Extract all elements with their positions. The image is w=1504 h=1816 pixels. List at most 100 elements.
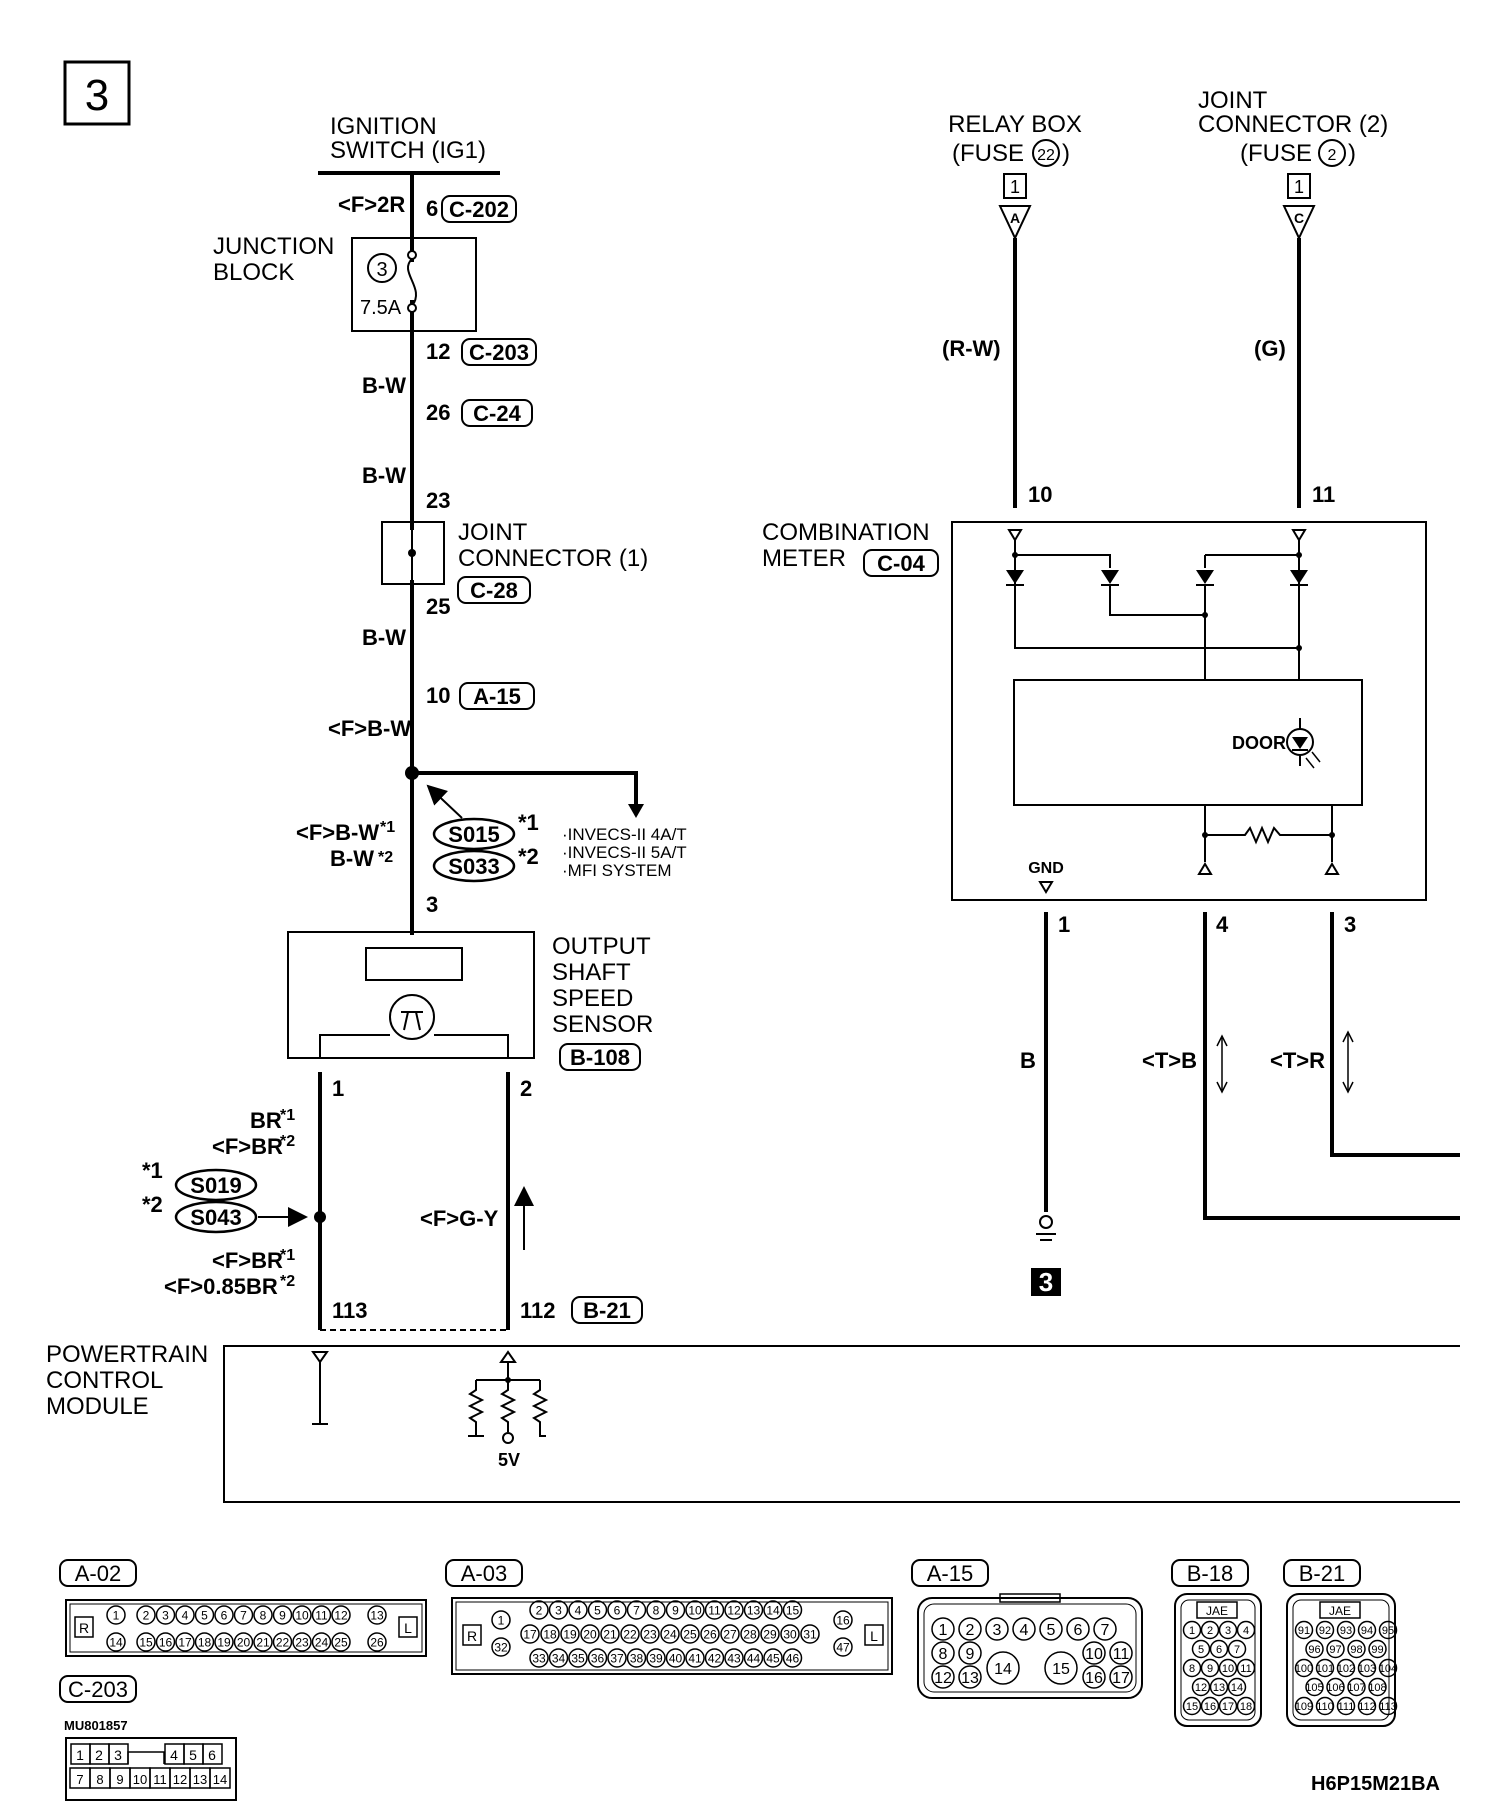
svg-text:): ): [1348, 140, 1356, 167]
pin-number: 1: [939, 1622, 948, 1639]
pin-number: 11: [1113, 1646, 1130, 1663]
pin-number: 100: [1295, 1663, 1313, 1675]
pin-number: 14: [213, 1772, 227, 1787]
pin-number: 18: [198, 1635, 212, 1649]
pin-number: 2: [143, 1608, 150, 1622]
pin-number: 39: [649, 1651, 663, 1665]
wire-bw-2: B-W: [362, 463, 406, 488]
pin-number: 8: [260, 1608, 267, 1622]
pin-number: 15: [1186, 1701, 1198, 1713]
pin-number: 6: [614, 1603, 621, 1617]
pin-number: 13: [747, 1603, 761, 1617]
pin-number: 15: [1052, 1661, 1070, 1678]
pin-number: 5: [594, 1603, 601, 1617]
connector-c04: C-04: [863, 549, 939, 577]
meter-pin-4: 4: [1216, 912, 1229, 937]
pin-number: 111: [1338, 1701, 1355, 1713]
pin-number: 26: [370, 1635, 384, 1649]
door-label: DOOR: [1232, 733, 1286, 753]
splice-s043: S043: [174, 1200, 258, 1234]
svg-text:*1: *1: [280, 1247, 295, 1264]
pin-number: 12: [173, 1772, 187, 1787]
svg-text:*1: *1: [518, 810, 539, 835]
svg-text:JOINT: JOINT: [1198, 87, 1268, 114]
side-left-a03: R: [462, 1624, 482, 1646]
pin-number: 16: [836, 1613, 850, 1627]
pin-number: 45: [766, 1651, 780, 1665]
note-invecs-4at: ·INVECS-II 4A/T: [562, 825, 687, 844]
svg-text:COMBINATION: COMBINATION: [762, 519, 930, 546]
wire-bw-3: B-W: [362, 625, 406, 650]
a02-row1c: 13: [367, 1605, 387, 1625]
pin-number: 32: [494, 1640, 508, 1654]
pin-number: 17: [1222, 1701, 1234, 1713]
pin-number: 44: [747, 1651, 761, 1665]
wire-f2r: <F>2R: [338, 192, 405, 217]
pin-number: 7: [1101, 1622, 1110, 1639]
svg-text:1: 1: [1010, 177, 1020, 197]
footer-code: H6P15M21BA: [1311, 1773, 1440, 1795]
svg-text:*2: *2: [518, 844, 539, 869]
pin-3: 3: [426, 892, 438, 917]
pin-number: 109: [1295, 1701, 1313, 1713]
connector-tag-c-203: C-203: [59, 1675, 137, 1703]
pin-number: 1: [113, 1608, 120, 1622]
pin-number: 4: [1243, 1625, 1249, 1637]
connector-tag-label: B-21: [1299, 1561, 1345, 1586]
pin-number: 12: [934, 1670, 952, 1687]
svg-text:SPEED: SPEED: [552, 985, 633, 1012]
svg-text:(FUSE: (FUSE: [1240, 140, 1312, 167]
connector-tag-a-15: A-15: [911, 1559, 989, 1587]
pin-number: 14: [994, 1661, 1012, 1678]
connector-tag-b-21: B-21: [1283, 1559, 1361, 1587]
pin-number: 96: [1308, 1644, 1320, 1656]
pin-number: 42: [708, 1651, 722, 1665]
connector-a15: A-15: [459, 682, 535, 710]
five-volt-label: 5V: [498, 1450, 520, 1470]
pin-number: 93: [1340, 1625, 1352, 1637]
pin-number: 113: [1379, 1701, 1397, 1713]
a15-row2c: 15: [1044, 1651, 1078, 1685]
wire-rw: (R-W): [942, 336, 1001, 361]
svg-text:C-202: C-202: [449, 197, 509, 222]
pin-number: 2: [95, 1747, 103, 1763]
pin-number: 10: [1085, 1646, 1103, 1663]
svg-text:*2: *2: [280, 1133, 295, 1150]
pin-number: 41: [688, 1651, 702, 1665]
pin-number: 16: [1085, 1670, 1103, 1687]
a02-row1a: 1: [106, 1605, 126, 1625]
pin-number: 11: [708, 1603, 721, 1617]
pin-number: 14: [766, 1603, 780, 1617]
pin-number: 3: [162, 1608, 169, 1622]
ignition-switch-label-1: IGNITION: [330, 113, 437, 140]
connector-b21: B-21: [571, 1296, 643, 1324]
pin-number: 12: [1195, 1682, 1207, 1694]
pin-23: 23: [426, 488, 450, 513]
pin-number: 5: [189, 1747, 197, 1763]
pin-number: 38: [630, 1651, 644, 1665]
pin-number: 2: [536, 1603, 543, 1617]
pin-number: 14: [109, 1635, 123, 1649]
wire-fbw: <F>B-W: [328, 716, 411, 741]
pin-number: 17: [1112, 1670, 1130, 1687]
ground-symbol: 3: [1031, 1215, 1061, 1297]
wire-tb: <T>B: [1142, 1048, 1197, 1073]
pin-number: 20: [237, 1635, 251, 1649]
pin-number: 10: [133, 1772, 147, 1787]
connector-tag-b-18: B-18: [1171, 1559, 1249, 1587]
joint-connector-2: JOINT CONNECTOR (2) (FUSE 2 ) 1 C: [1198, 87, 1388, 241]
pin-number: 7: [1234, 1644, 1240, 1656]
pin-number: 2: [1207, 1625, 1213, 1637]
pin-number: 95: [1382, 1625, 1394, 1637]
pin-number: 103: [1358, 1663, 1376, 1675]
pin-113: 113: [332, 1298, 368, 1323]
output-shaft-speed-sensor: OUTPUT SHAFT SPEED SENSOR: [287, 931, 653, 1059]
svg-text:POWERTRAIN: POWERTRAIN: [46, 1341, 208, 1368]
connector-c202: C-202: [441, 195, 517, 223]
